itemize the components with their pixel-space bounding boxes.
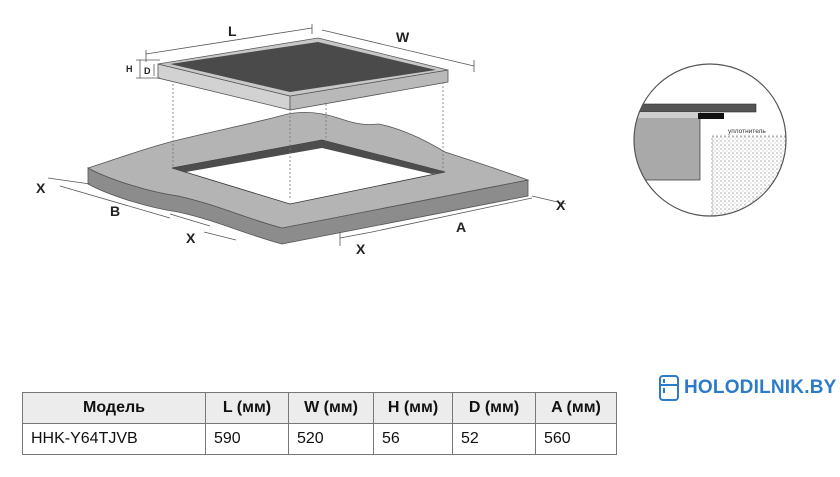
seal xyxy=(698,113,724,119)
column-header: D (мм) xyxy=(452,392,536,424)
seal-label: уплотнитель xyxy=(728,128,766,135)
column-header: L (мм) xyxy=(205,392,289,424)
label-x-left: X xyxy=(36,180,46,196)
label-x-right: X xyxy=(556,197,566,213)
table-cell: 590 xyxy=(205,423,289,455)
installation-diagram: L W H D X B X X A X уплотнитель xyxy=(36,23,787,257)
hob xyxy=(157,37,449,111)
table-cell-model: HHK-Y64TJVB xyxy=(22,423,206,455)
label-h: H xyxy=(126,64,133,74)
column-header: Модель xyxy=(22,392,206,424)
label-d: D xyxy=(144,66,151,76)
cutout-edge xyxy=(172,140,445,174)
label-l: L xyxy=(228,23,237,39)
seal-detail-view: уплотнитель xyxy=(633,63,787,217)
table-cell: 56 xyxy=(373,423,453,455)
label-w: W xyxy=(396,29,410,45)
label-x-bottom-left: X xyxy=(186,230,196,246)
fridge-icon xyxy=(659,375,679,401)
projection-lines xyxy=(172,56,444,200)
table-cell: 560 xyxy=(535,423,617,455)
countertop xyxy=(86,112,530,245)
table-row: HHK-Y64TJVB 590 520 56 52 560 xyxy=(22,423,617,455)
label-a: A xyxy=(456,219,466,235)
hob-glass xyxy=(170,42,436,92)
dimension-lines xyxy=(47,24,567,246)
brand-logo: HOLODILNIK.BY xyxy=(658,374,837,402)
label-x-bottom-right: X xyxy=(356,241,366,257)
column-header: A (мм) xyxy=(535,392,617,424)
label-b: B xyxy=(110,203,120,219)
spec-table: Модель L (мм) W (мм) H (мм) D (мм) A (мм… xyxy=(22,392,617,455)
column-header: W (мм) xyxy=(288,392,374,424)
table-cell: 52 xyxy=(452,423,536,455)
brand-name: HOLODILNIK.BY xyxy=(684,377,837,398)
column-header: H (мм) xyxy=(373,392,453,424)
table-header-row: Модель L (мм) W (мм) H (мм) D (мм) A (мм… xyxy=(22,392,617,424)
table-cell: 520 xyxy=(288,423,374,455)
